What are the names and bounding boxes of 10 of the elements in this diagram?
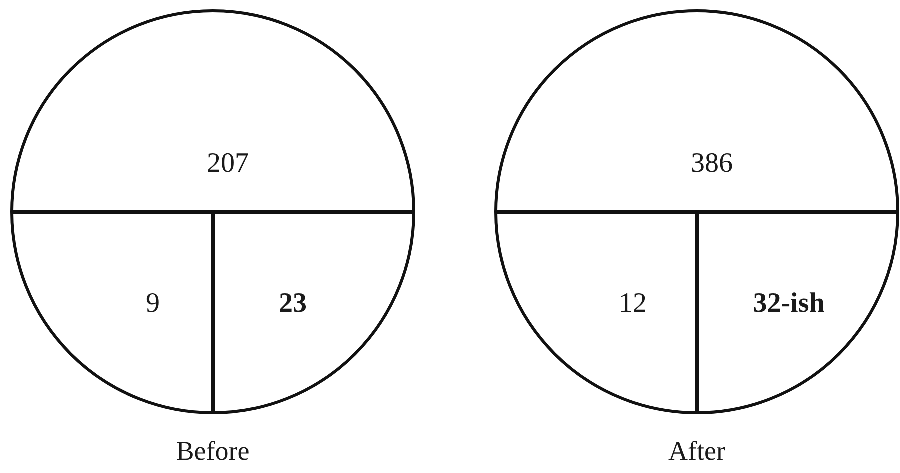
divided-circle-drawing [494, 9, 900, 415]
value-label: 207 [207, 148, 249, 180]
circle-caption: Before [176, 435, 250, 467]
value-label: 32-ish [753, 288, 825, 320]
value-label: 23 [279, 288, 307, 320]
value-label: 12 [619, 288, 647, 320]
value-label: 386 [691, 148, 733, 180]
value-label: 9 [146, 288, 160, 320]
circle-caption: After [668, 435, 726, 467]
divided-circle-drawing [10, 9, 416, 415]
